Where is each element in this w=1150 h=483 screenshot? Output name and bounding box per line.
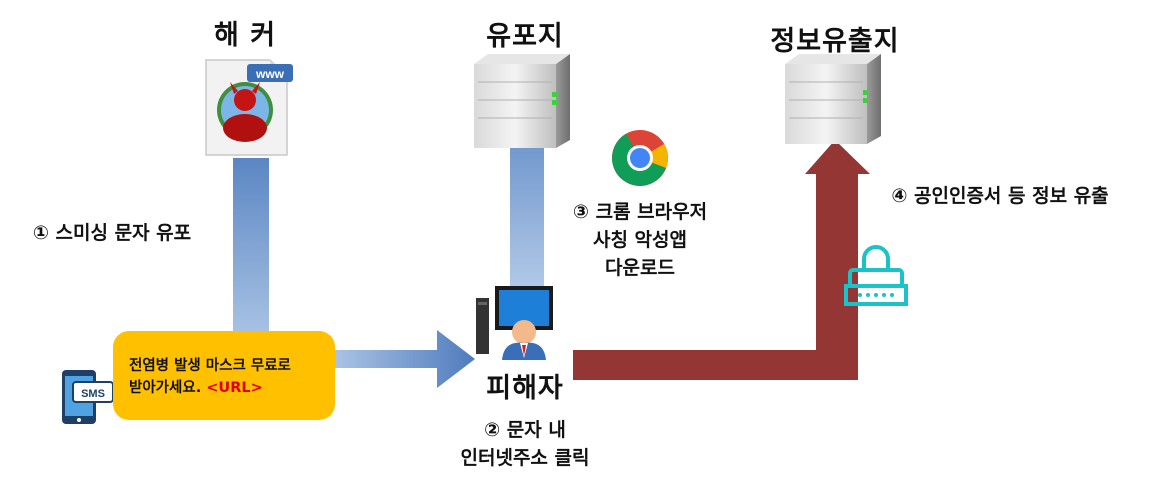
arrow-victim-to-leak xyxy=(573,140,870,380)
arrow-hacker-to-sms xyxy=(233,158,269,338)
step3-line3: 다운로드 xyxy=(605,257,675,279)
sms-line2: 받아가세요. xyxy=(129,380,207,396)
arrow-server-to-victim xyxy=(510,140,544,300)
step1-text: ① 스미싱 문자 유포 xyxy=(32,222,192,244)
www-badge: www xyxy=(255,67,285,81)
sms-line2-wrap: 받아가세요. <URL> xyxy=(129,377,325,399)
sms-line1: 전염병 발생 마스크 무료로 xyxy=(129,358,291,374)
hacker-icon xyxy=(205,59,293,156)
step2-line2: 인터넷주소 클릭 xyxy=(460,447,590,469)
lock-dots xyxy=(858,293,894,297)
lock-icon xyxy=(844,245,908,306)
sms-message-bubble: 전염병 발생 마스크 무료로 받아가세요. <URL> xyxy=(113,331,335,420)
step4-text: ④ 공인인증서 등 정보 유출 xyxy=(891,185,1109,207)
victim-pc-icon xyxy=(476,286,553,360)
distribution-server-icon xyxy=(474,54,570,148)
sms-phone-icon xyxy=(62,370,114,424)
sms-badge: SMS xyxy=(81,388,105,400)
sms-url: <URL> xyxy=(206,380,263,396)
step3-line1: ③ 크롬 브라우저 xyxy=(572,201,708,223)
step3-line2: 사칭 악성앱 xyxy=(592,229,687,251)
chrome-icon xyxy=(612,130,668,186)
step2-text: ② 문자 내 인터넷주소 클릭 xyxy=(410,416,640,472)
step2-line1: ② 문자 내 xyxy=(484,419,566,441)
leak-server-icon xyxy=(785,54,881,144)
distribution-site-title: 유포지 xyxy=(486,21,564,52)
leak-site-title: 정보유출지 xyxy=(770,26,900,57)
hacker-title: 해 커 xyxy=(213,20,277,51)
victim-title: 피해자 xyxy=(486,373,564,404)
step3-text: ③ 크롬 브라우저 사칭 악성앱 다운로드 xyxy=(540,198,740,282)
arrow-sms-to-victim xyxy=(335,330,475,388)
